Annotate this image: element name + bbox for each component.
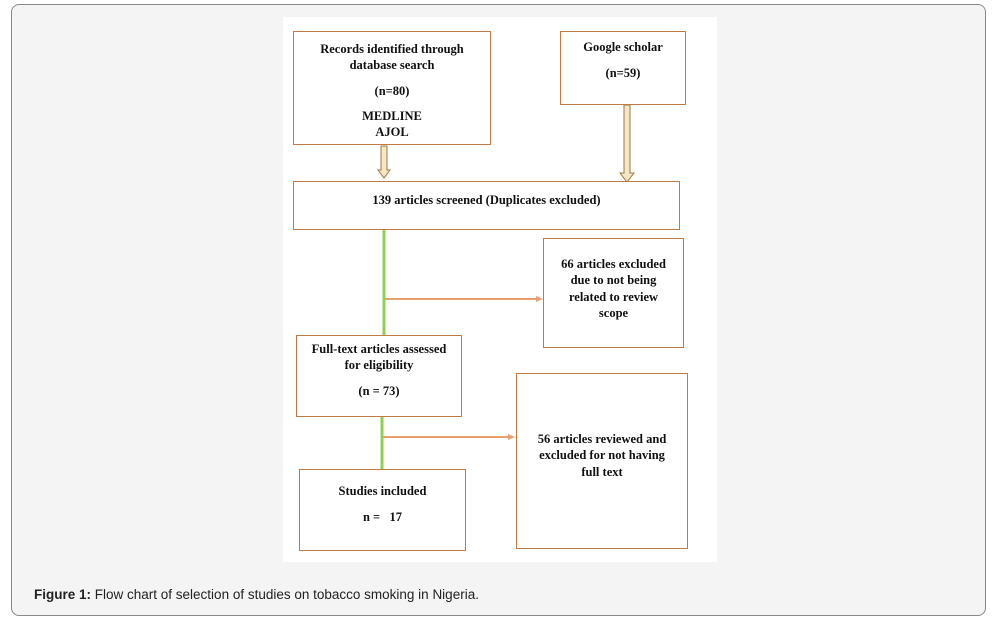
articles-screened-box: 139 articles screened (Duplicates exclud… xyxy=(293,181,680,230)
fulltext-count: (n = 73) xyxy=(358,383,400,398)
caption-text: Flow chart of selection of studies on to… xyxy=(91,587,479,602)
figure-caption: Figure 1: Flow chart of selection of stu… xyxy=(34,587,479,602)
excluded1-line4: scope xyxy=(598,305,629,320)
records-identified-box: Records identified through database sear… xyxy=(293,31,491,145)
excluded2-line3: full text xyxy=(581,464,623,479)
orange-arrowhead-2 xyxy=(508,434,515,440)
records-db-ajol: AJOL xyxy=(375,125,409,139)
scholar-title: Google scholar xyxy=(583,40,663,54)
block-arrow-records xyxy=(377,145,391,179)
records-title-line1: Records identified through xyxy=(320,42,464,56)
screened-text: 139 articles screened (Duplicates exclud… xyxy=(372,193,601,207)
excluded-scope-box: 66 articles excluded due to not being re… xyxy=(543,238,684,348)
included-count: n = 17 xyxy=(362,510,403,525)
caption-label: Figure 1: xyxy=(34,587,92,602)
records-db-medline: MEDLINE xyxy=(362,108,422,123)
records-title-line2: database search xyxy=(349,58,435,73)
excluded2-line1: 56 articles reviewed and xyxy=(537,432,667,446)
excluded2-line2: excluded for not having xyxy=(539,448,665,463)
included-title: Studies included xyxy=(338,484,427,498)
fulltext-line1: Full-text articles assessed xyxy=(311,342,447,356)
records-count: (n=80) xyxy=(374,83,410,98)
excluded1-line3: related to review xyxy=(568,289,659,304)
block-arrow-scholar xyxy=(618,104,636,183)
studies-included-box: Studies included n = 17 xyxy=(299,469,466,551)
orange-arrowhead-1 xyxy=(536,296,543,302)
google-scholar-box: Google scholar (n=59) xyxy=(560,31,686,105)
full-text-assessed-box: Full-text articles assessed for eligibil… xyxy=(296,335,462,417)
fulltext-line2: for eligibility xyxy=(344,358,414,373)
scholar-count: (n=59) xyxy=(605,66,641,81)
excluded1-line2: due to not being xyxy=(570,273,657,288)
excluded-no-fulltext-box: 56 articles reviewed and excluded for no… xyxy=(516,373,688,549)
excluded1-line1: 66 articles excluded xyxy=(561,257,666,271)
